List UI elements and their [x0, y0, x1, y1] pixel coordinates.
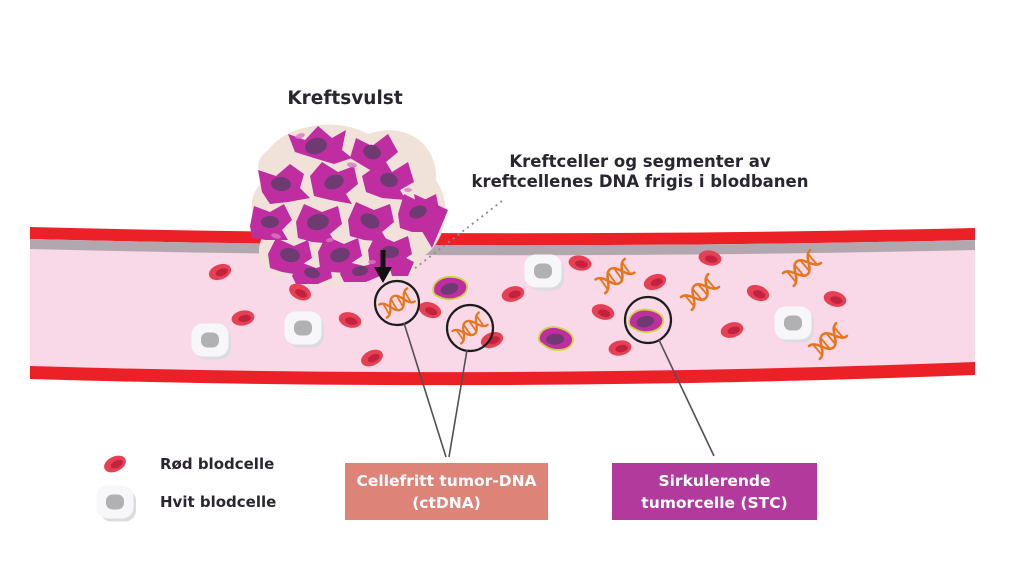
release-annotation: Kreftceller og segmenter av kreftcellene…: [452, 152, 828, 191]
release-annotation-line2: kreftcellenes DNA frigis i blodbanen: [471, 171, 809, 191]
pointer-line: [448, 349, 468, 458]
white-blood-cell: [191, 323, 231, 360]
dashed-pointer-line: [413, 200, 503, 270]
legend-item-white-blood-cell: Hvit blodcelle: [90, 481, 350, 523]
vessel-bottom-wall: [30, 362, 975, 386]
stc-label-line2: tumorcelle (STC): [641, 493, 788, 512]
ctdna-label-box: Cellefritt tumor-DNA (ctDNA): [345, 463, 548, 520]
white-blood-cell-icon: [90, 481, 140, 523]
release-annotation-line1: Kreftceller og segmenter av: [509, 152, 771, 171]
white-blood-cell: [284, 311, 324, 348]
pointer-line: [403, 322, 447, 458]
white-blood-cell: [774, 306, 814, 343]
stc-label-box: Sirkulerende tumorcelle (STC): [612, 463, 817, 520]
red-blood-cell-icon: [90, 451, 140, 477]
white-blood-cell: [524, 254, 564, 291]
highlight-circle: [373, 279, 421, 327]
highlight-circle: [445, 303, 495, 353]
tumor-mass: [250, 124, 448, 286]
callout-annotations: [373, 200, 715, 458]
ctdna-label-line1: Cellefritt tumor-DNA: [356, 471, 537, 490]
pointer-line: [658, 339, 715, 457]
tumor-nuclei: [261, 137, 427, 279]
tumor-title: Kreftsvulst: [287, 88, 403, 109]
stc-label-line1: Sirkulerende: [658, 471, 771, 490]
legend: Rød blodcelle Hvit blodcelle: [90, 445, 350, 523]
circulating-tumor-cell: [628, 308, 665, 333]
legend-label: Hvit blodcelle: [160, 493, 277, 511]
legend-item-red-blood-cell: Rød blodcelle: [90, 445, 350, 483]
legend-label: Rød blodcelle: [160, 455, 275, 473]
release-arrow-icon: [374, 250, 392, 283]
vessel-lumen: [30, 240, 975, 378]
ctdna-label-line2: (ctDNA): [412, 493, 481, 512]
highlight-circle: [623, 295, 673, 345]
